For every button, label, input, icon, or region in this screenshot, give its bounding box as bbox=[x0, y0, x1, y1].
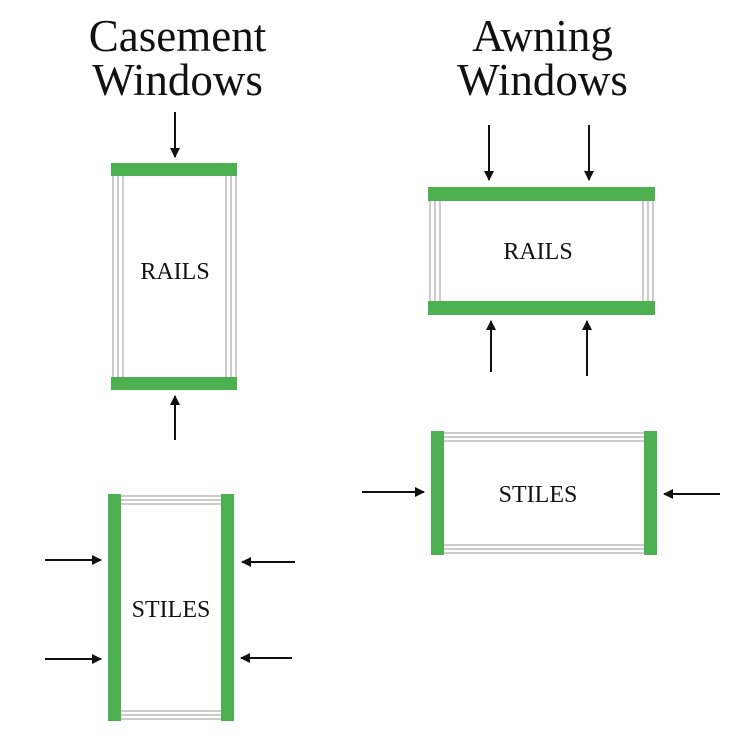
casement-top-rail bbox=[111, 163, 237, 176]
awning-stiles-frame: STILES bbox=[431, 431, 657, 555]
awning-right-stile bbox=[644, 431, 657, 555]
awning-bottom-rail bbox=[428, 301, 655, 315]
casement-rails-frame: RAILS bbox=[111, 163, 237, 390]
awning-stiles-label: STILES bbox=[499, 482, 578, 508]
awning-left-stile bbox=[431, 431, 444, 555]
casement-left-stile bbox=[108, 494, 121, 721]
awning-title-line1: Awning bbox=[472, 11, 613, 61]
casement-stiles-label: STILES bbox=[132, 597, 211, 623]
casement-rails-label: RAILS bbox=[140, 259, 209, 285]
casement-title: Casement Windows bbox=[60, 11, 295, 105]
awning-top-rail bbox=[428, 187, 655, 201]
casement-title-line2: Windows bbox=[92, 55, 263, 105]
casement-right-stile bbox=[221, 494, 234, 721]
casement-bottom-rail bbox=[111, 377, 237, 390]
casement-title-line1: Casement bbox=[88, 11, 267, 61]
awning-title-line2: Windows bbox=[457, 55, 628, 105]
awning-rails-label: RAILS bbox=[503, 239, 572, 265]
awning-rails-frame: RAILS bbox=[428, 187, 655, 315]
awning-title: Awning Windows bbox=[425, 11, 660, 105]
casement-stiles-frame: STILES bbox=[108, 494, 234, 721]
